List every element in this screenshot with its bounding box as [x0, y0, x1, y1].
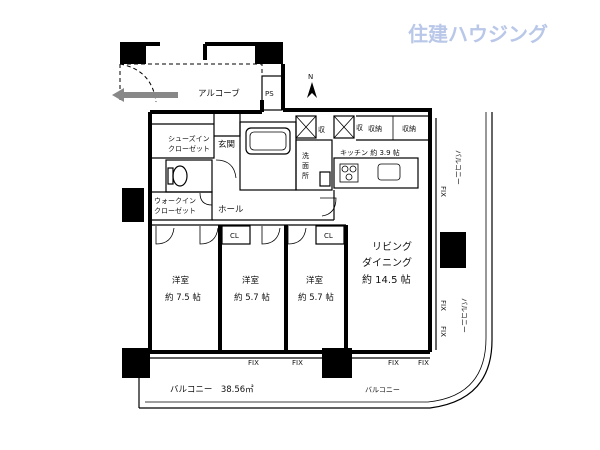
fix-label-3: FIX	[388, 359, 399, 367]
stove-icon	[339, 163, 359, 183]
door-swing	[287, 226, 307, 245]
door-swing	[155, 226, 175, 245]
living-label: リビング	[372, 240, 412, 253]
walkin-closet-label: ウォークイン	[154, 197, 196, 205]
column	[122, 188, 144, 222]
washroom-label-3: 所	[302, 171, 309, 180]
column	[122, 348, 150, 378]
storage-label-2: 収納	[402, 124, 416, 133]
living-size: 約 14.5 帖	[362, 273, 411, 286]
storage-box	[333, 115, 355, 139]
walkin-closet-label-2: クローゼット	[154, 206, 196, 215]
alcove-label: アルコーブ	[198, 88, 240, 99]
balcony-railing	[145, 112, 487, 403]
entrance-arrow-icon	[112, 88, 178, 102]
storage-label-1: 収納	[368, 124, 382, 133]
washroom-label: 洗	[302, 151, 309, 160]
door-swing	[199, 192, 213, 206]
closet-2	[315, 225, 345, 245]
living-label-2: ダイニング	[362, 256, 412, 269]
washroom-label-2: 面	[302, 162, 309, 170]
toilet-tank-icon	[167, 167, 174, 185]
closet-1	[221, 225, 251, 245]
storage-box	[295, 115, 317, 139]
partition-walkin	[150, 191, 213, 221]
western-room-1-size: 約 7.5 帖	[165, 292, 201, 303]
fix-label-2: FIX	[292, 359, 303, 367]
shoes-closet-label: シューズイン	[168, 134, 210, 143]
western-room-2-size: 約 5.7 帖	[234, 292, 270, 303]
column	[322, 348, 352, 378]
burner-icon	[349, 165, 357, 173]
ps-label: PS	[265, 90, 274, 98]
western-room-2-label: 洋室	[242, 275, 260, 286]
partition-shoes	[150, 112, 215, 159]
door-swing	[320, 197, 337, 217]
closet-2-label: CL	[324, 232, 333, 240]
brand-logo: 住建ハウジング	[408, 22, 548, 46]
storage-mark-2: 収	[356, 124, 363, 132]
sink-icon	[377, 163, 401, 181]
partition-hall	[212, 190, 335, 221]
bathtub-icon	[245, 127, 291, 155]
balcony-main-label: バルコニー 38.56㎡	[170, 385, 254, 395]
exterior-wall-top	[150, 100, 432, 115]
partition-entrance	[214, 112, 241, 137]
western-room-3-size: 約 5.7 帖	[298, 292, 334, 303]
top-wall-stub	[146, 42, 255, 60]
balcony-side-label-2: バルコニー	[460, 298, 468, 333]
ps-shaft	[261, 75, 283, 111]
burner-icon	[341, 165, 349, 173]
column	[255, 42, 283, 64]
storage-cross-icon	[295, 115, 317, 139]
compass-icon: N	[307, 73, 317, 98]
balcony-bottom-label: バルコニー	[365, 386, 400, 394]
fix-vertical-1: FIX	[439, 186, 447, 197]
bathtub-inner	[249, 131, 287, 151]
storage-mark-1: 収	[318, 126, 325, 134]
balcony-side-label-1: バルコニー	[454, 150, 462, 185]
door-swing	[199, 226, 219, 245]
kitchen-label: キッチン 約 3.9 帖	[340, 148, 400, 157]
entrance-label: 玄関	[218, 139, 235, 150]
fix-label-4: FIX	[418, 359, 429, 367]
hall-label: ホール	[218, 205, 244, 215]
balcony-outline	[139, 112, 493, 409]
storage-cross-icon	[333, 115, 355, 139]
door-swing	[215, 159, 237, 179]
door-swing	[261, 226, 281, 245]
closet-1-label: CL	[230, 232, 239, 240]
washbasin-icon	[319, 171, 331, 187]
fix-vertical-3: FIX	[439, 326, 447, 337]
shoes-closet-label-2: クローゼット	[168, 144, 210, 153]
fix-label-1: FIX	[248, 359, 259, 367]
fix-vertical-2: FIX	[439, 300, 447, 311]
compass-label: N	[308, 73, 313, 81]
column	[440, 232, 466, 268]
burner-icon	[345, 173, 353, 181]
western-room-1-label: 洋室	[172, 275, 190, 286]
toilet-icon	[172, 165, 188, 187]
column	[120, 42, 146, 64]
western-room-3-label: 洋室	[306, 275, 324, 286]
kitchen-counter	[333, 157, 419, 189]
washroom	[295, 139, 333, 191]
